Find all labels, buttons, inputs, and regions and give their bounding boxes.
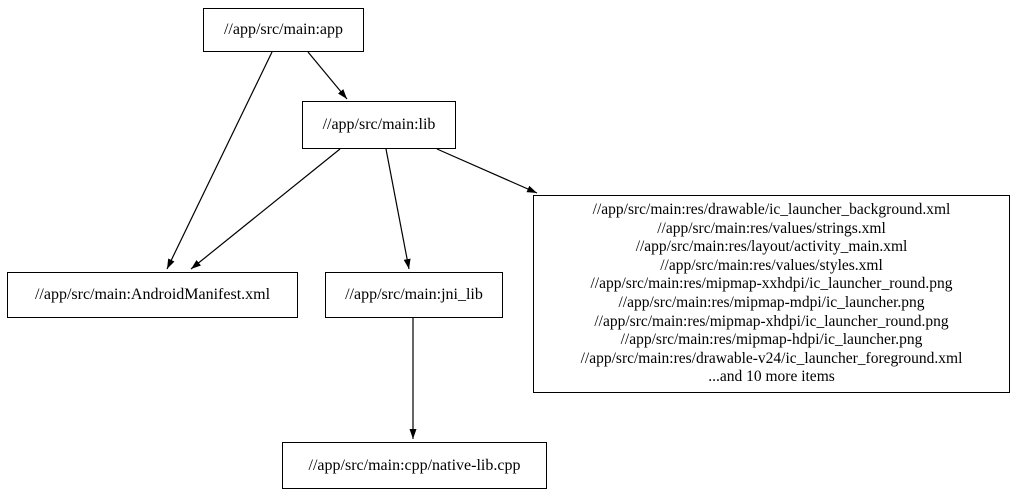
edge-lib-to-resources <box>436 148 538 194</box>
node-resources-line: //app/src/main:res/drawable-v24/ic_launc… <box>580 349 963 367</box>
node-resources-line: ...and 10 more items <box>708 368 835 386</box>
node-resources-line: //app/src/main:res/mipmap-xxhdpi/ic_laun… <box>590 275 953 293</box>
node-app-label: //app/src/main:app <box>223 21 344 38</box>
edge-lib-to-manifest <box>190 148 341 270</box>
node-resources-line: //app/src/main:res/values/styles.xml <box>660 256 883 274</box>
edge-app-to-lib <box>307 51 348 100</box>
node-resources-line: //app/src/main:res/mipmap-hdpi/ic_launch… <box>620 331 923 349</box>
edge-lib-to-jni-lib <box>385 148 411 270</box>
node-app: //app/src/main:app <box>203 8 364 52</box>
node-resources-line: //app/src/main:res/layout/activity_main.… <box>635 238 908 256</box>
node-resources-line: //app/src/main:res/drawable/ic_launcher_… <box>592 201 951 219</box>
node-jni-lib: //app/src/main:jni_lib <box>325 272 503 318</box>
node-lib-label: //app/src/main:lib <box>322 116 436 133</box>
edge-app-to-manifest <box>166 51 273 270</box>
node-lib: //app/src/main:lib <box>302 101 456 149</box>
node-android-manifest-label: //app/src/main:AndroidManifest.xml <box>34 286 271 303</box>
node-resources-line: //app/src/main:res/mipmap-mdpi/ic_launch… <box>618 294 925 311</box>
node-resources-line: //app/src/main:res/mipmap-xhdpi/ic_launc… <box>594 312 949 330</box>
node-jni-lib-label: //app/src/main:jni_lib <box>345 286 483 303</box>
node-resources: //app/src/main:res/drawable/ic_launcher_… <box>533 195 1010 393</box>
node-native-cpp: //app/src/main:cpp/native-lib.cpp <box>282 442 547 489</box>
node-native-cpp-label: //app/src/main:cpp/native-lib.cpp <box>308 456 521 474</box>
node-resources-line: //app/src/main:res/values/strings.xml <box>657 219 886 237</box>
node-android-manifest: //app/src/main:AndroidManifest.xml <box>7 272 298 318</box>
